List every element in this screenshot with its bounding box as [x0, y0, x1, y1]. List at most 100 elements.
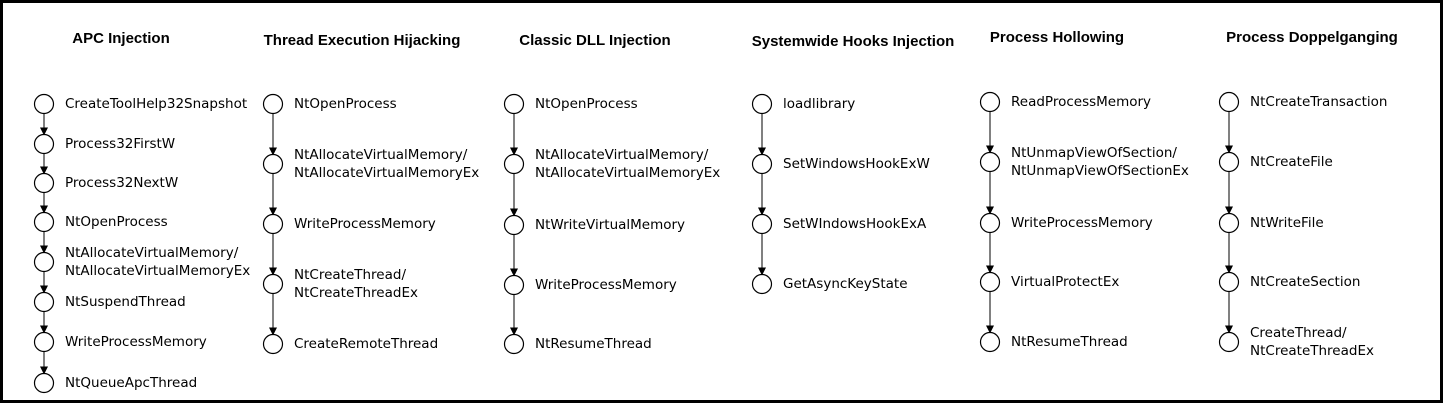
step-node: [751, 153, 773, 175]
step-label: NtOpenProcess: [294, 95, 397, 113]
step-label-line: NtCreateThreadEx: [1250, 343, 1374, 359]
step-label-line: NtCreateThreadEx: [294, 285, 418, 301]
step-label-line: NtQueueApcThread: [65, 375, 198, 391]
step-label-line: NtCreateThread/: [294, 267, 407, 283]
step-label-line: loadlibrary: [783, 96, 856, 112]
column-title: APC Injection: [72, 30, 170, 47]
column-title: Process Hollowing: [989, 29, 1125, 46]
step-node: [979, 331, 1001, 353]
step-label: NtCreateFile: [1250, 153, 1333, 171]
step-label: NtCreateTransaction: [1250, 93, 1387, 111]
step-label: Process32NextW: [65, 174, 178, 192]
step-label: CreateToolHelp32Snapshot: [65, 95, 247, 113]
step-label-line: Process32NextW: [65, 175, 179, 191]
step-label: NtWriteFile: [1250, 214, 1324, 232]
step-node: [751, 213, 773, 235]
step-label: GetAsyncKeyState: [783, 275, 908, 293]
step-label-line: NtOpenProcess: [535, 96, 638, 112]
step-label-line: NtAllocateVirtualMemoryEx: [535, 165, 721, 181]
step-label: VirtualProtectEx: [1011, 273, 1119, 291]
step-label: NtUnmapViewOfSection/NtUnmapViewOfSectio…: [1011, 144, 1189, 180]
step-node: [503, 153, 525, 175]
step-label: NtOpenProcess: [65, 213, 168, 231]
step-label-line: CreateThread/: [1250, 325, 1347, 341]
step-label: loadlibrary: [783, 95, 855, 113]
column-title: Classic DLL Injection: [519, 32, 671, 49]
step-label-line: VirtualProtectEx: [1011, 274, 1120, 290]
step-label: CreateRemoteThread: [294, 335, 438, 353]
step-label-line: NtCreateSection: [1250, 274, 1361, 290]
step-label-line: WriteProcessMemory: [294, 216, 436, 232]
step-node: [33, 172, 55, 194]
step-label-line: ReadProcessMemory: [1011, 94, 1152, 110]
step-label-line: NtCreateFile: [1250, 154, 1333, 170]
step-node: [751, 93, 773, 115]
step-label: Process32FirstW: [65, 135, 175, 153]
step-label: NtResumeThread: [1011, 333, 1128, 351]
step-label: NtResumeThread: [535, 335, 652, 353]
step-label: SetWindowsHookExW: [783, 155, 930, 173]
step-label: SetWIndowsHookExA: [783, 215, 926, 233]
step-node: [262, 153, 284, 175]
step-node: [33, 372, 55, 394]
step-label-line: NtAllocateVirtualMemoryEx: [294, 165, 480, 181]
step-label-line: NtOpenProcess: [294, 96, 397, 112]
step-node: [503, 93, 525, 115]
step-label-line: CreateRemoteThread: [294, 336, 439, 352]
step-label: NtCreateThread/NtCreateThreadEx: [294, 266, 418, 302]
step-label-line: WriteProcessMemory: [65, 334, 207, 350]
step-label-line: NtAllocateVirtualMemory/: [294, 147, 468, 163]
step-label-line: NtUnmapViewOfSectionEx: [1011, 163, 1189, 179]
step-node: [979, 151, 1001, 173]
step-node: [262, 333, 284, 355]
step-label-line: WriteProcessMemory: [1011, 215, 1153, 231]
step-node: [1218, 271, 1240, 293]
step-node: [33, 211, 55, 233]
step-node: [1218, 331, 1240, 353]
step-label-line: NtSuspendThread: [65, 294, 186, 310]
step-node: [1218, 212, 1240, 234]
step-node: [979, 91, 1001, 113]
step-label-line: GetAsyncKeyState: [783, 276, 908, 292]
step-label-line: NtAllocateVirtualMemory/: [65, 245, 239, 261]
step-node: [33, 93, 55, 115]
step-label-line: SetWindowsHookExW: [783, 156, 930, 172]
step-label: WriteProcessMemory: [1011, 214, 1153, 232]
step-label-line: NtResumeThread: [1011, 334, 1128, 350]
step-node: [503, 274, 525, 296]
step-node: [1218, 91, 1240, 113]
step-node: [33, 331, 55, 353]
step-label-line: NtWriteVirtualMemory: [535, 217, 686, 233]
step-node: [33, 251, 55, 273]
step-label: NtSuspendThread: [65, 293, 186, 311]
step-node: [503, 333, 525, 355]
column-title: Systemwide Hooks Injection: [751, 33, 955, 50]
step-node: [1218, 151, 1240, 173]
step-node: [751, 273, 773, 295]
step-label: NtCreateSection: [1250, 273, 1360, 291]
step-label-line: NtWriteFile: [1250, 215, 1324, 231]
step-label: NtAllocateVirtualMemory/NtAllocateVirtua…: [65, 244, 250, 280]
step-node: [979, 212, 1001, 234]
step-node: [262, 273, 284, 295]
step-label: ReadProcessMemory: [1011, 93, 1151, 111]
step-label: NtOpenProcess: [535, 95, 638, 113]
step-node: [262, 213, 284, 235]
step-label: NtQueueApcThread: [65, 374, 197, 392]
step-label-line: NtResumeThread: [535, 336, 652, 352]
step-label: NtAllocateVirtualMemory/NtAllocateVirtua…: [294, 146, 479, 182]
column-title: Process Doppelganging: [1226, 29, 1398, 46]
column-title: Thread Execution Hijacking: [263, 32, 461, 49]
step-node: [262, 93, 284, 115]
step-label: CreateThread/NtCreateThreadEx: [1250, 324, 1374, 360]
step-label: NtAllocateVirtualMemory/NtAllocateVirtua…: [535, 146, 720, 182]
step-label-line: NtCreateTransaction: [1250, 94, 1388, 110]
flow-graphics: [33, 91, 1240, 394]
step-label-line: SetWIndowsHookExA: [783, 216, 927, 232]
step-label: WriteProcessMemory: [65, 333, 207, 351]
step-node: [979, 271, 1001, 293]
step-label-line: NtAllocateVirtualMemory/: [535, 147, 709, 163]
step-label: NtWriteVirtualMemory: [535, 216, 685, 234]
